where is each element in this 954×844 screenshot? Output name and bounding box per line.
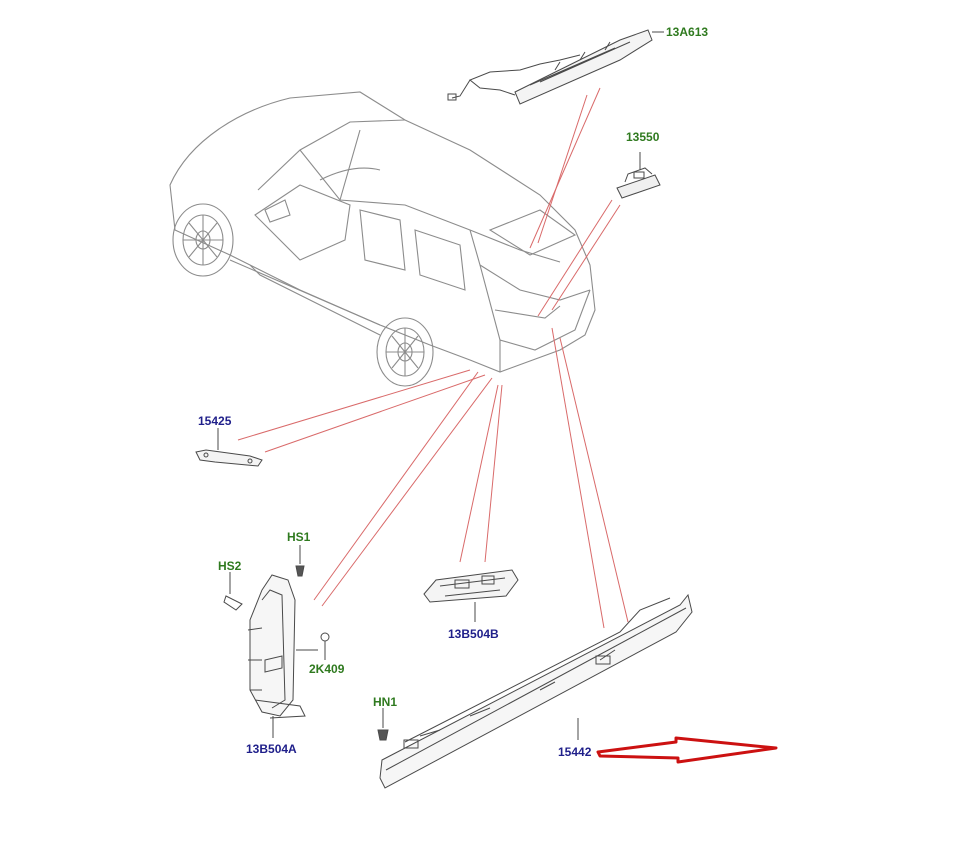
fastener-2K409-drawing bbox=[320, 632, 330, 660]
label-HN1[interactable]: HN1 bbox=[373, 695, 398, 709]
part-15442-drawing bbox=[379, 593, 693, 789]
fastener-HS1-drawing bbox=[295, 545, 305, 577]
part-13550-drawing bbox=[616, 152, 661, 199]
fastener-HN1-drawing bbox=[377, 708, 389, 741]
label-15425[interactable]: 15425 bbox=[198, 414, 232, 428]
vehicle-outline bbox=[169, 91, 596, 373]
fastener-HS2-drawing bbox=[223, 572, 243, 611]
label-13B504B[interactable]: 13B504B bbox=[448, 627, 499, 641]
part-13B504B-drawing bbox=[423, 569, 519, 622]
part-13B504A-drawing bbox=[247, 574, 318, 738]
part-15425-drawing bbox=[195, 428, 263, 467]
part-13A613-drawing bbox=[447, 29, 664, 105]
leader-lines bbox=[237, 87, 629, 629]
label-HS1[interactable]: HS1 bbox=[287, 530, 311, 544]
rear-wheel bbox=[376, 317, 434, 387]
highlight-arrow-icon bbox=[596, 736, 778, 764]
label-HS2[interactable]: HS2 bbox=[218, 559, 242, 573]
label-13550[interactable]: 13550 bbox=[626, 130, 660, 144]
label-13B504A[interactable]: 13B504A bbox=[246, 742, 297, 756]
front-wheel bbox=[172, 203, 234, 277]
label-2K409[interactable]: 2K409 bbox=[309, 662, 345, 676]
label-13A613[interactable]: 13A613 bbox=[666, 25, 709, 39]
label-15442[interactable]: 15442 bbox=[558, 745, 592, 759]
